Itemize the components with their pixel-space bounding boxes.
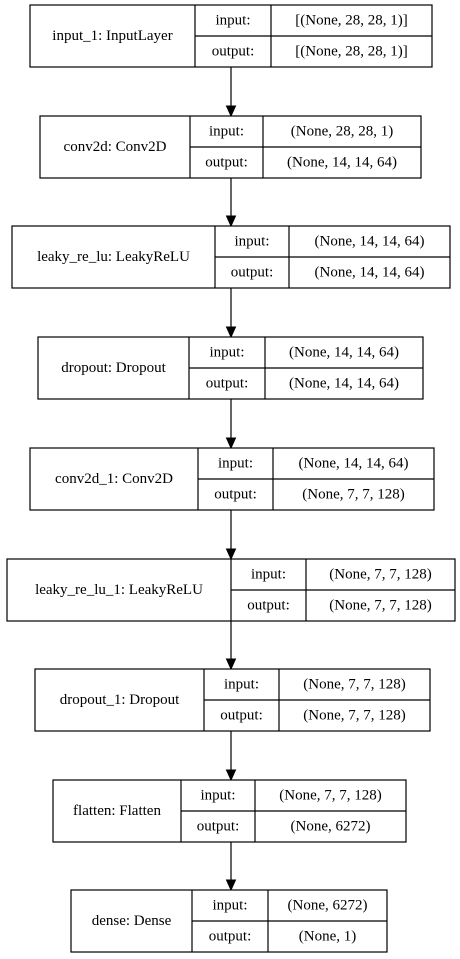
input-shape: (None, 14, 14, 64) [299, 456, 409, 472]
input-label: input: [218, 456, 253, 472]
layer-name: dense: Dense [92, 913, 172, 929]
output-shape: (None, 7, 7, 128) [303, 708, 405, 724]
layer-node: leaky_re_lu_1: LeakyReLU input: (None, 7, … [6, 558, 456, 622]
output-shape: (None, 6272) [291, 819, 371, 835]
layer-name: conv2d: Conv2D [64, 139, 167, 155]
input-label: input: [200, 788, 235, 804]
layer-name: leaky_re_lu: LeakyReLU [37, 249, 190, 265]
edge-arrow [225, 288, 237, 339]
edge-arrow [225, 731, 237, 782]
output-shape: (None, 14, 14, 64) [315, 265, 425, 281]
input-label: input: [234, 234, 269, 250]
edge-arrow [225, 67, 237, 118]
input-shape: [(None, 28, 28, 1)] [295, 13, 407, 29]
input-shape: (None, 7, 7, 128) [329, 567, 431, 583]
layer-node: leaky_re_lu: LeakyReLU input: (None, 14, 1… [11, 225, 451, 289]
input-shape: (None, 6272) [288, 898, 368, 914]
output-label: output: [206, 376, 249, 392]
output-label: output: [212, 44, 255, 60]
layer-node: input_1: InputLayer input: [(None, 28, 28,… [29, 4, 433, 68]
input-shape: (None, 7, 7, 128) [279, 788, 381, 804]
input-label: input: [224, 677, 259, 693]
edge-arrow [225, 178, 237, 228]
layer-name: dropout_1: Dropout [60, 692, 180, 708]
output-label: output: [214, 487, 257, 503]
output-label: output: [205, 155, 248, 171]
layer-name: conv2d_1: Conv2D [55, 471, 173, 487]
edge-arrow [225, 510, 237, 561]
layer-node: conv2d: Conv2D input: (None, 28, 28, 1) out… [39, 115, 422, 179]
output-label: output: [247, 598, 290, 614]
layer-name: flatten: Flatten [73, 803, 161, 819]
input-shape: (None, 14, 14, 64) [289, 345, 399, 361]
layer-node: dropout: Dropout input: (None, 14, 14, 64)… [37, 336, 424, 400]
input-label: input: [209, 345, 244, 361]
output-shape: (None, 1) [299, 929, 356, 945]
input-shape: (None, 14, 14, 64) [315, 234, 425, 250]
output-label: output: [231, 265, 274, 281]
input-label: input: [251, 567, 286, 583]
input-shape: (None, 28, 28, 1) [291, 124, 393, 140]
output-shape: (None, 14, 14, 64) [287, 155, 397, 171]
input-label: input: [215, 13, 250, 29]
layer-node: flatten: Flatten input: (None, 7, 7, 128) o… [52, 779, 407, 843]
layer-node: dense: Dense input: (None, 6272) output: (No… [70, 889, 388, 953]
layer-node: dropout_1: Dropout input: (None, 7, 7, 128… [34, 668, 431, 732]
input-label: input: [209, 124, 244, 140]
output-shape: [(None, 28, 28, 1)] [295, 44, 407, 60]
output-shape: (None, 7, 7, 128) [302, 487, 404, 503]
input-shape: (None, 7, 7, 128) [303, 677, 405, 693]
layer-node: conv2d_1: Conv2D input: (None, 14, 14, 64)… [29, 447, 435, 511]
input-label: input: [212, 898, 247, 914]
output-label: output: [197, 819, 240, 835]
output-label: output: [220, 708, 263, 724]
edge-arrow [225, 842, 237, 892]
edge-arrow [225, 621, 237, 671]
layer-name: leaky_re_lu_1: LeakyReLU [35, 582, 203, 598]
layer-name: dropout: Dropout [61, 360, 166, 376]
output-shape: (None, 7, 7, 128) [329, 598, 431, 614]
output-shape: (None, 14, 14, 64) [289, 376, 399, 392]
layer-name: input_1: InputLayer [52, 28, 172, 44]
edge-arrow [225, 399, 237, 450]
output-label: output: [209, 929, 252, 945]
